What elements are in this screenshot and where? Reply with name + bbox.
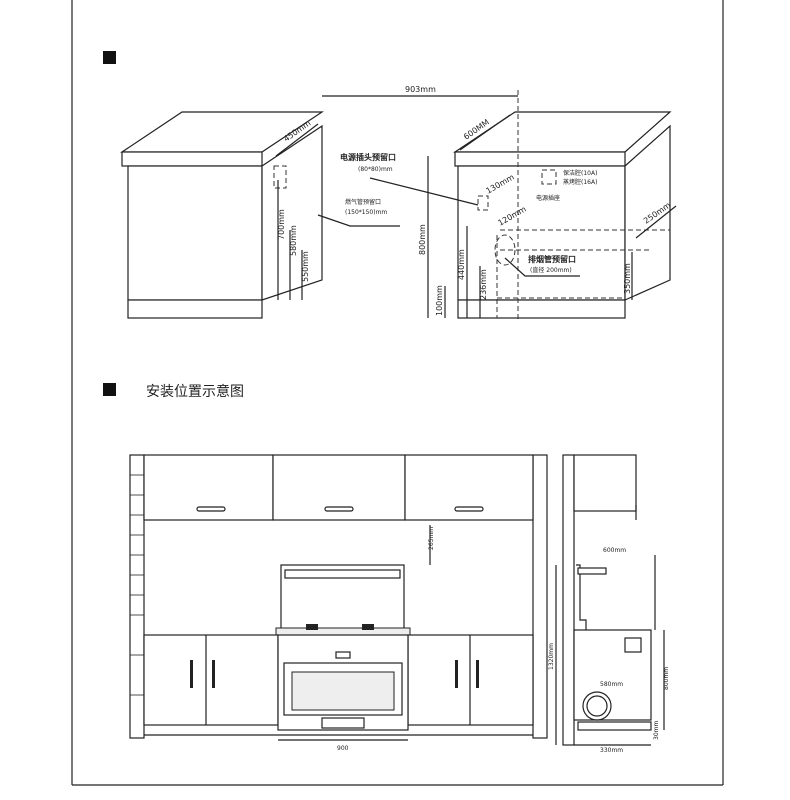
dim-440: 440mm: [457, 249, 466, 280]
section-title: 安装位置示意图: [146, 383, 244, 400]
dim-800: 800mm: [418, 224, 427, 255]
dim-700: 700mm: [277, 209, 286, 240]
dim-side-depth: 600mm: [603, 547, 626, 554]
dim-550: 550mm: [301, 251, 310, 282]
dim-350: 350mm: [623, 263, 632, 294]
dim-hood-gap: 265mm: [428, 527, 435, 550]
dim-width: 903mm: [405, 85, 436, 94]
left-cabinet: [120, 111, 324, 319]
power-outlet-label: 电源插头预留口: [340, 152, 396, 162]
right-cabinet: [453, 90, 672, 320]
dim-236: 236mm: [479, 269, 488, 300]
gas-pipe-size: (150*150)mm: [345, 209, 387, 216]
gas-pipe-label: 燃气管预留口: [345, 198, 381, 206]
power-outlet-size: (80*80)mm: [358, 166, 393, 173]
dimension-lines: [275, 95, 677, 318]
exhaust-label: 排烟管预留口: [528, 254, 576, 264]
dim-side-height: 800mm: [663, 667, 670, 690]
kitchen-side-view: [555, 454, 665, 746]
kitchen-front-view: [129, 454, 548, 741]
power-socket-label: 电源插座: [536, 194, 560, 202]
dim-side-total: 1320mm: [548, 643, 555, 670]
dim-side-base: 330mm: [600, 747, 623, 754]
page-frame: [71, 0, 724, 786]
section-marker-2: [103, 383, 116, 396]
dim-oven-width: 900: [337, 745, 349, 752]
dim-side-inner: 580mm: [600, 681, 623, 688]
dim-side-foot: 30mm: [653, 721, 660, 740]
exhaust-size: (直径 200mm): [530, 266, 572, 274]
dim-580: 580mm: [289, 225, 298, 256]
dim-100: 100mm: [435, 285, 444, 316]
socket-clean-label: 保洁腔(10A): [563, 169, 597, 177]
section-marker-1: [103, 51, 116, 64]
socket-steam-label: 蒸烤腔(16A): [563, 178, 597, 186]
